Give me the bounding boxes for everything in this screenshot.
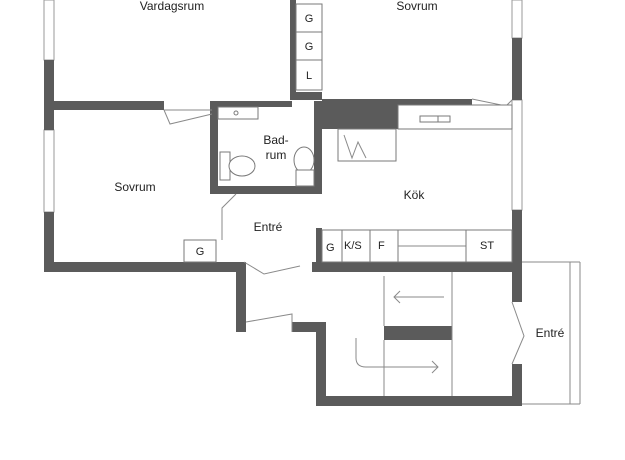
window-sovrum-left — [43, 129, 55, 213]
washer-box — [295, 169, 315, 187]
closets-top: G G L — [295, 3, 323, 91]
closet-l-label: L — [306, 70, 312, 82]
stair-block — [337, 128, 397, 162]
room-badrum-line2: rum — [266, 148, 287, 162]
arrow-right-icon — [431, 360, 439, 374]
closet-g-sovrum — [183, 239, 217, 263]
sink-icon — [293, 146, 315, 174]
room-badrum-line1: Bad- — [263, 133, 288, 147]
closet-g2-label: G — [305, 41, 314, 53]
side-entry — [522, 261, 581, 405]
room-entre-main: Entré — [254, 220, 283, 234]
bathroom-fixtures — [217, 106, 315, 187]
sink-basin-1 — [419, 115, 439, 123]
closet-g2 — [295, 31, 323, 61]
shower-icon — [233, 110, 239, 116]
upper-counter — [397, 104, 513, 130]
sink-basin-2 — [437, 115, 451, 123]
window-vardagsrum-left — [43, 0, 55, 61]
ks-cabinet — [341, 229, 371, 263]
room-sovrum-top: Sovrum — [396, 0, 437, 13]
toilet-icon — [228, 155, 256, 177]
stair-zigzag — [343, 134, 367, 160]
closet-g1-label: G — [305, 13, 314, 25]
room-sovrum-left: Sovrum — [114, 180, 155, 194]
arrow-left-icon — [393, 290, 401, 304]
stove-cabinet — [465, 229, 513, 263]
room-vardagsrum: Vardagsrum — [140, 0, 204, 13]
kitchen-fixtures: G K/S F ST — [321, 104, 513, 263]
room-kok: Kök — [404, 188, 426, 202]
ks-label: K/S — [344, 240, 362, 252]
walls — [44, 0, 522, 406]
arrow-curve-line — [355, 338, 438, 368]
stairwell — [355, 272, 453, 396]
stove-label: ST — [480, 240, 494, 252]
fridge-cabinet — [369, 229, 399, 263]
closet-l — [295, 59, 323, 91]
closet-g-sovrum-label: G — [196, 246, 205, 258]
window-sovrum-right — [511, 0, 523, 39]
fridge-label: F — [378, 240, 385, 252]
closet-g-entre-label: G — [326, 242, 335, 254]
room-labels: Vardagsrum Sovrum Sovrum Bad- rum Kök En… — [114, 0, 564, 340]
room-entre-side: Entré — [536, 326, 565, 340]
window-kok-right — [511, 99, 523, 211]
